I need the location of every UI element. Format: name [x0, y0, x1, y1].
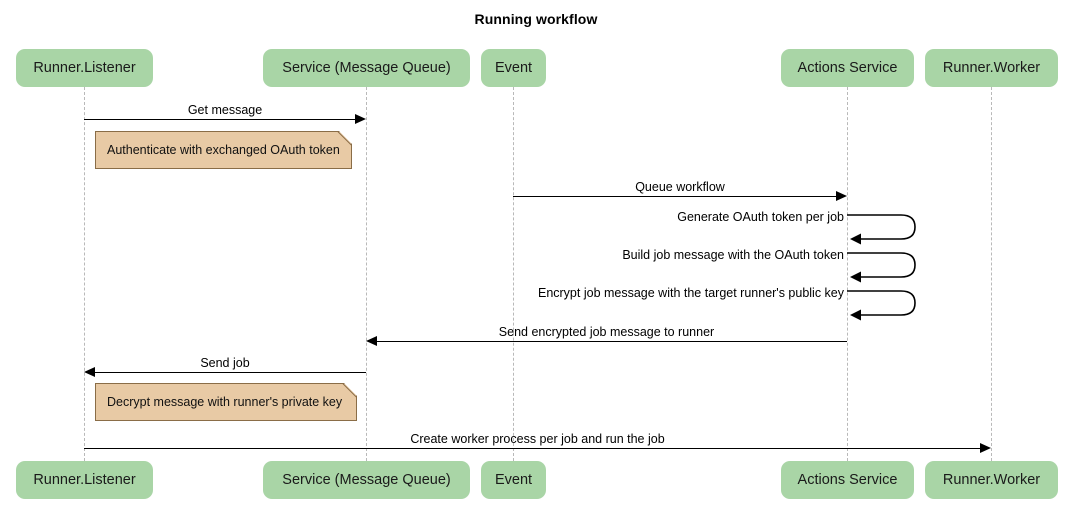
participant-label: Actions Service [797, 60, 898, 76]
participant-label: Runner.Worker [942, 472, 1041, 488]
self-loop-generate-oauth-token-per-job [847, 214, 927, 245]
participant-actions-service-top[interactable]: Actions Service [781, 49, 914, 87]
message-line-get-message [84, 119, 355, 120]
participant-label: Runner.Listener [33, 60, 136, 76]
participant-label: Event [494, 472, 533, 488]
note-fold-edge-icon [334, 131, 352, 149]
lifeline-runner-worker [991, 87, 992, 461]
message-label-send-encrypted-job-message-to-runner: Send encrypted job message to runner [498, 325, 715, 339]
participant-label: Runner.Listener [33, 472, 136, 488]
participant-event-top[interactable]: Event [481, 49, 546, 87]
lifeline-service-message-queue [366, 87, 367, 461]
participant-runner-listener-bottom[interactable]: Runner.Listener [16, 461, 153, 499]
note-label: Decrypt message with runner's private ke… [107, 395, 343, 409]
participant-label: Service (Message Queue) [282, 472, 451, 488]
lifeline-runner-listener [84, 87, 85, 461]
message-line-queue-workflow [513, 196, 836, 197]
message-line-create-worker-process-per-job-and-run-the-job [84, 448, 980, 449]
message-line-send-job [95, 372, 366, 373]
note-authenticate-with-exchanged-oauth-token: Authenticate with exchanged OAuth token [95, 131, 352, 169]
note-label: Authenticate with exchanged OAuth token [107, 143, 340, 157]
participant-actions-service-bottom[interactable]: Actions Service [781, 461, 914, 499]
diagram-title: Running workflow [474, 11, 598, 27]
participant-runner-listener-top[interactable]: Runner.Listener [16, 49, 153, 87]
arrow-head-get-message [355, 113, 366, 124]
participant-label: Runner.Worker [942, 60, 1041, 76]
message-label-build-job-message-with-the-oauth-token: Build job message with the OAuth token [622, 248, 844, 262]
note-decrypt-message-with-runners-private-key: Decrypt message with runner's private ke… [95, 383, 357, 421]
self-loop-build-job-message-with-the-oauth-token [847, 252, 927, 283]
participant-runner-worker-bottom[interactable]: Runner.Worker [925, 461, 1058, 499]
arrow-head-create-worker-process-per-job-and-run-the-job [980, 442, 991, 453]
message-label-queue-workflow: Queue workflow [635, 180, 725, 194]
participant-label: Event [494, 60, 533, 76]
message-label-get-message: Get message [187, 103, 263, 117]
message-label-create-worker-process-per-job-and-run-the-job: Create worker process per job and run th… [410, 432, 665, 446]
participant-label: Actions Service [797, 472, 898, 488]
arrow-head-queue-workflow [836, 190, 847, 201]
message-label-generate-oauth-token-per-job: Generate OAuth token per job [677, 210, 844, 224]
message-line-send-encrypted-job-message-to-runner [377, 341, 847, 342]
lifeline-actions-service [847, 87, 848, 461]
arrow-head-send-encrypted-job-message-to-runner [366, 335, 377, 346]
participant-event-bottom[interactable]: Event [481, 461, 546, 499]
message-label-encrypt-job-message-with-the-target-runners-public-key: Encrypt job message with the target runn… [537, 286, 844, 300]
participant-label: Service (Message Queue) [282, 60, 451, 76]
self-loop-encrypt-job-message-with-the-target-runners-public-key [847, 290, 927, 321]
message-label-send-job: Send job [200, 356, 250, 370]
lifeline-event [513, 87, 514, 461]
participant-service-message-queue-top[interactable]: Service (Message Queue) [263, 49, 470, 87]
arrow-head-send-job [84, 366, 95, 377]
participant-runner-worker-top[interactable]: Runner.Worker [925, 49, 1058, 87]
participant-service-message-queue-bottom[interactable]: Service (Message Queue) [263, 461, 470, 499]
note-fold-edge-icon [339, 383, 357, 401]
